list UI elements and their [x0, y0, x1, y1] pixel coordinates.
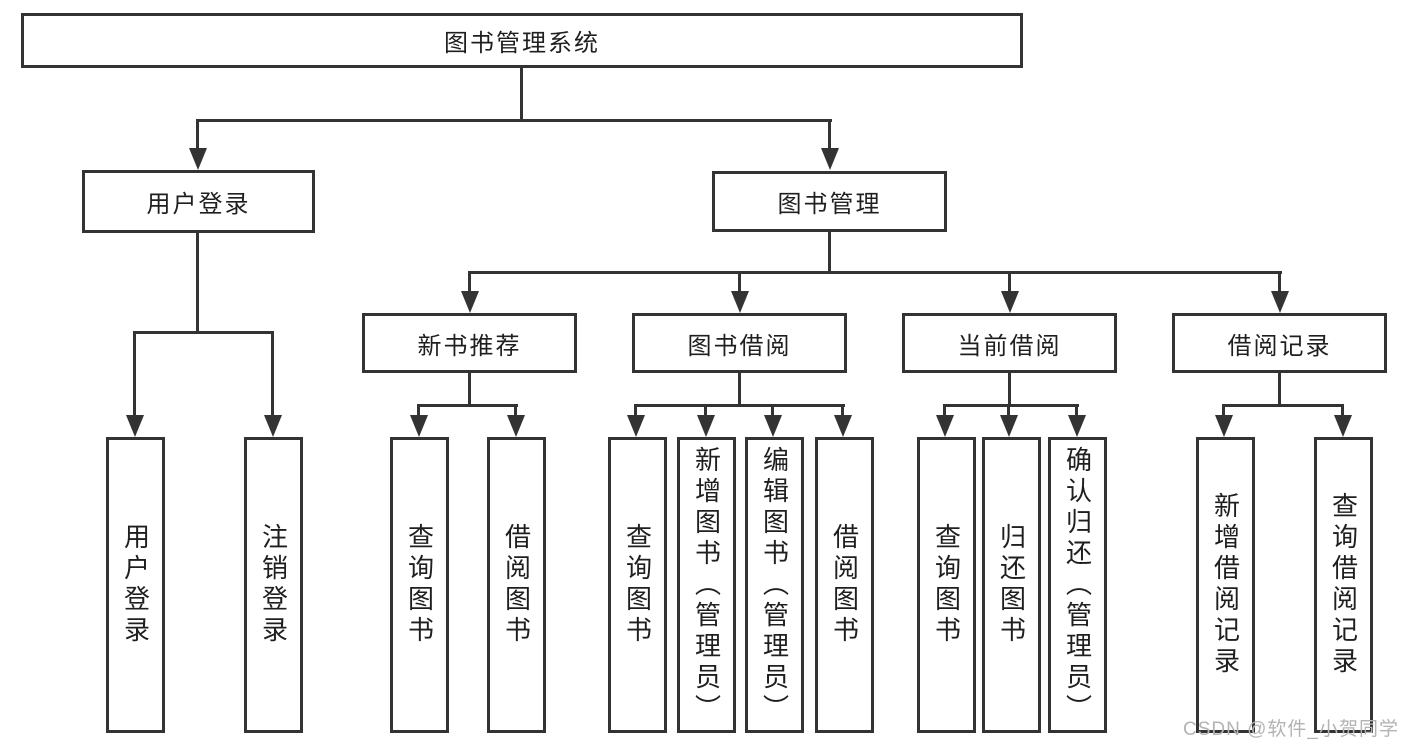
- arrow-down-icon: [731, 291, 749, 313]
- leaf-label: 新增图书（管理员）: [691, 445, 722, 725]
- connector-borrow-records-stem: [1278, 373, 1281, 407]
- node-label: 用户登录: [146, 191, 251, 218]
- connector-stem-leaf-user-login: [133, 331, 136, 417]
- connector-user-login-bar: [133, 331, 274, 334]
- leaf-add-borrow-record: 新增借阅记录: [1196, 437, 1255, 733]
- leaf-label: 确认归还（管理员）: [1062, 445, 1093, 725]
- leaf-edit-books-admin: 编辑图书（管理员）: [745, 437, 804, 733]
- leaf-user-login: 用户登录: [106, 437, 165, 733]
- leaf-label: 查询借阅记录: [1328, 492, 1359, 678]
- leaf-return-books: 归还图书: [982, 437, 1041, 733]
- arrow-down-icon: [189, 148, 207, 170]
- connector-book-borrow-bar: [636, 404, 845, 407]
- node-label: 新书推荐: [417, 332, 522, 360]
- arrow-down-icon: [507, 415, 525, 437]
- leaf-label: 借阅图书: [829, 523, 860, 647]
- connector-new-book-rec-bar: [417, 404, 518, 407]
- node-new-book-recommend: 新书推荐: [362, 313, 577, 373]
- arrow-down-icon: [1271, 291, 1289, 313]
- node-label: 借阅记录: [1227, 332, 1332, 360]
- connector-stem-book-borrow: [738, 271, 741, 295]
- node-current-borrow: 当前借阅: [902, 313, 1117, 373]
- node-label: 图书管理系统: [444, 30, 600, 57]
- connector-stem-current-borrow: [1008, 271, 1011, 295]
- connector-leaf-stub: [634, 404, 637, 418]
- arrow-down-icon: [1000, 415, 1018, 437]
- leaf-label: 借阅图书: [501, 523, 532, 647]
- connector-leaf-stub: [417, 404, 420, 418]
- leaf-label: 新增借阅记录: [1210, 492, 1241, 678]
- leaf-label: 注销登录: [258, 523, 289, 647]
- connector-leaf-stub: [1222, 404, 1225, 418]
- connector-leaf-stub: [1341, 404, 1344, 418]
- connector-book-mgmt-bar: [468, 271, 1282, 274]
- arrow-down-icon: [126, 415, 144, 437]
- connector-leaf-stub: [771, 404, 774, 418]
- leaf-label: 查询图书: [622, 523, 653, 647]
- connector-stem-user-login: [196, 119, 199, 151]
- connector-root-stem: [520, 68, 523, 122]
- csdn-watermark: CSDN @软件_小贺同学: [1183, 719, 1399, 740]
- leaf-query-borrow-record: 查询借阅记录: [1314, 437, 1373, 733]
- leaf-add-books-admin: 新增图书（管理员）: [677, 437, 736, 733]
- node-label: 当前借阅: [957, 332, 1062, 360]
- connector-current-borrow-stem: [1008, 373, 1011, 407]
- node-user-login: 用户登录: [82, 170, 315, 233]
- arrow-down-icon: [264, 415, 282, 437]
- leaf-query-books-recommend: 查询图书: [390, 437, 449, 733]
- leaf-query-books-current: 查询图书: [917, 437, 976, 733]
- arrow-down-icon: [1334, 415, 1352, 437]
- leaf-confirm-return-admin: 确认归还（管理员）: [1048, 437, 1107, 733]
- leaf-query-books-borrow: 查询图书: [608, 437, 667, 733]
- node-book-management: 图书管理: [712, 171, 947, 232]
- node-root-system: 图书管理系统: [21, 13, 1023, 68]
- leaf-logout: 注销登录: [244, 437, 303, 733]
- connector-book-mgmt-stem: [828, 232, 831, 274]
- leaf-label: 查询图书: [404, 523, 435, 647]
- connector-leaf-stub: [514, 404, 517, 418]
- leaf-label: 用户登录: [120, 523, 151, 647]
- arrow-down-icon: [461, 291, 479, 313]
- arrow-down-icon: [764, 415, 782, 437]
- arrow-down-icon: [936, 415, 954, 437]
- leaf-label: 编辑图书（管理员）: [759, 445, 790, 725]
- connector-stem-new-book-rec: [468, 271, 471, 295]
- connector-leaf-stub: [704, 404, 707, 418]
- connector-book-borrow-stem: [738, 373, 741, 407]
- connector-user-login-stem: [196, 233, 199, 334]
- node-borrow-records: 借阅记录: [1172, 313, 1387, 373]
- arrow-down-icon: [834, 415, 852, 437]
- arrow-down-icon: [627, 415, 645, 437]
- leaf-label: 归还图书: [996, 523, 1027, 647]
- connector-stem-borrow-records: [1278, 271, 1281, 295]
- connector-root-bar: [196, 119, 832, 122]
- leaf-label: 查询图书: [931, 523, 962, 647]
- connector-stem-book-mgmt: [828, 119, 831, 151]
- connector-stem-leaf-logout: [271, 331, 274, 417]
- arrow-down-icon: [1068, 415, 1086, 437]
- arrow-down-icon: [1215, 415, 1233, 437]
- leaf-borrow-books-recommend: 借阅图书: [487, 437, 546, 733]
- connector-current-borrow-bar: [943, 404, 1079, 407]
- arrow-down-icon: [821, 148, 839, 170]
- leaf-borrow-books: 借阅图书: [815, 437, 874, 733]
- connector-new-book-rec-stem: [468, 373, 471, 407]
- connector-leaf-stub: [1007, 404, 1010, 418]
- connector-leaf-stub: [943, 404, 946, 418]
- arrow-down-icon: [697, 415, 715, 437]
- connector-borrow-records-bar: [1223, 404, 1344, 407]
- connector-leaf-stub: [841, 404, 844, 418]
- connector-leaf-stub: [1075, 404, 1078, 418]
- arrow-down-icon: [410, 415, 428, 437]
- node-label: 图书借阅: [687, 332, 792, 360]
- node-book-borrow: 图书借阅: [632, 313, 847, 373]
- arrow-down-icon: [1001, 291, 1019, 313]
- node-label: 图书管理: [777, 191, 882, 218]
